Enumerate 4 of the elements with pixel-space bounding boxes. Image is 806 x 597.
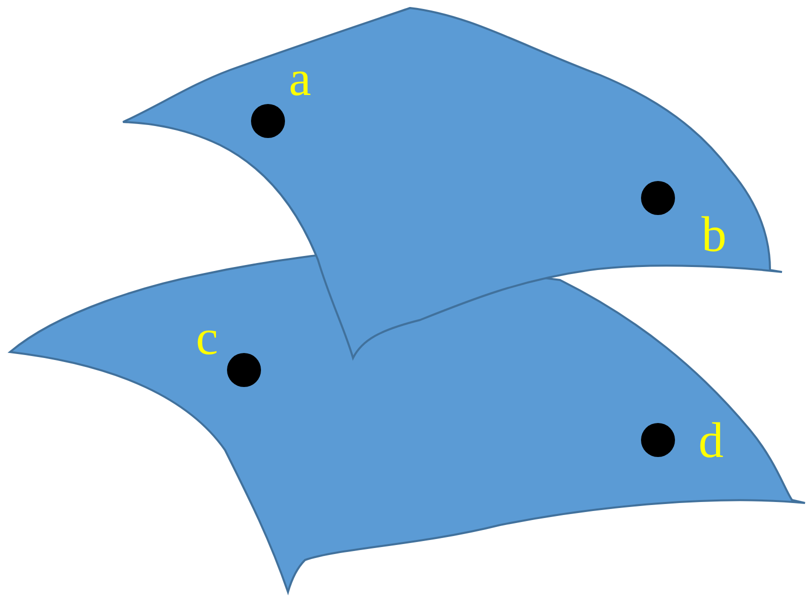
point-label: c bbox=[196, 312, 218, 362]
point-label: a bbox=[288, 53, 312, 103]
point-label: b bbox=[702, 209, 726, 259]
point-label: d bbox=[698, 415, 724, 465]
